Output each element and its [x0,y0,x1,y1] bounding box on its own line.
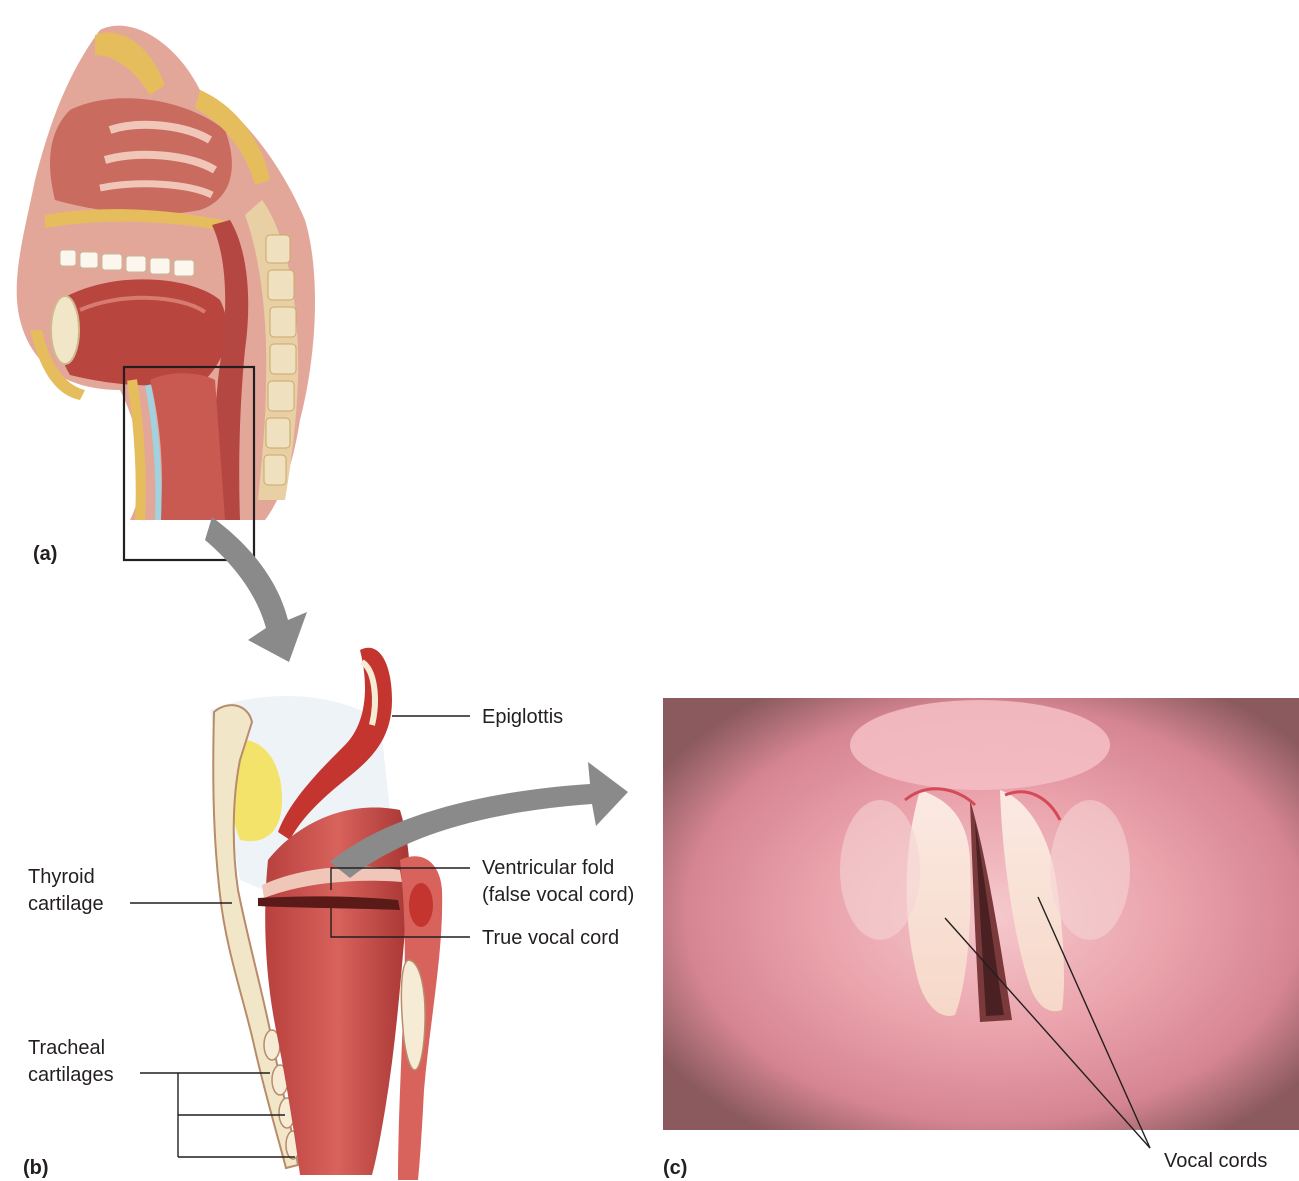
label-ventricular-fold-line1: Ventricular fold [482,857,614,879]
panel-a-head-section: (a) [17,26,315,565]
label-tracheal-line2: cartilages [28,1064,114,1086]
panel-label-c: (c) [663,1157,687,1179]
label-vocal-cords: Vocal cords [1164,1150,1267,1172]
tongue [56,279,228,385]
arrow-a-to-b [205,517,307,662]
label-ventricular-fold-line2: (false vocal cord) [482,884,634,906]
panel-label-b: (b) [23,1157,49,1179]
panel-label-a: (a) [33,543,57,565]
label-true-vocal-cord: True vocal cord [482,927,619,949]
label-epiglottis: Epiglottis [482,706,563,728]
label-thyroid-line2: cartilage [28,893,104,915]
label-thyroid-line1: Thyroid [28,866,95,888]
label-tracheal-line1: Tracheal [28,1037,105,1059]
panel-c-vocal-cord-photo: (c) [663,698,1299,1179]
